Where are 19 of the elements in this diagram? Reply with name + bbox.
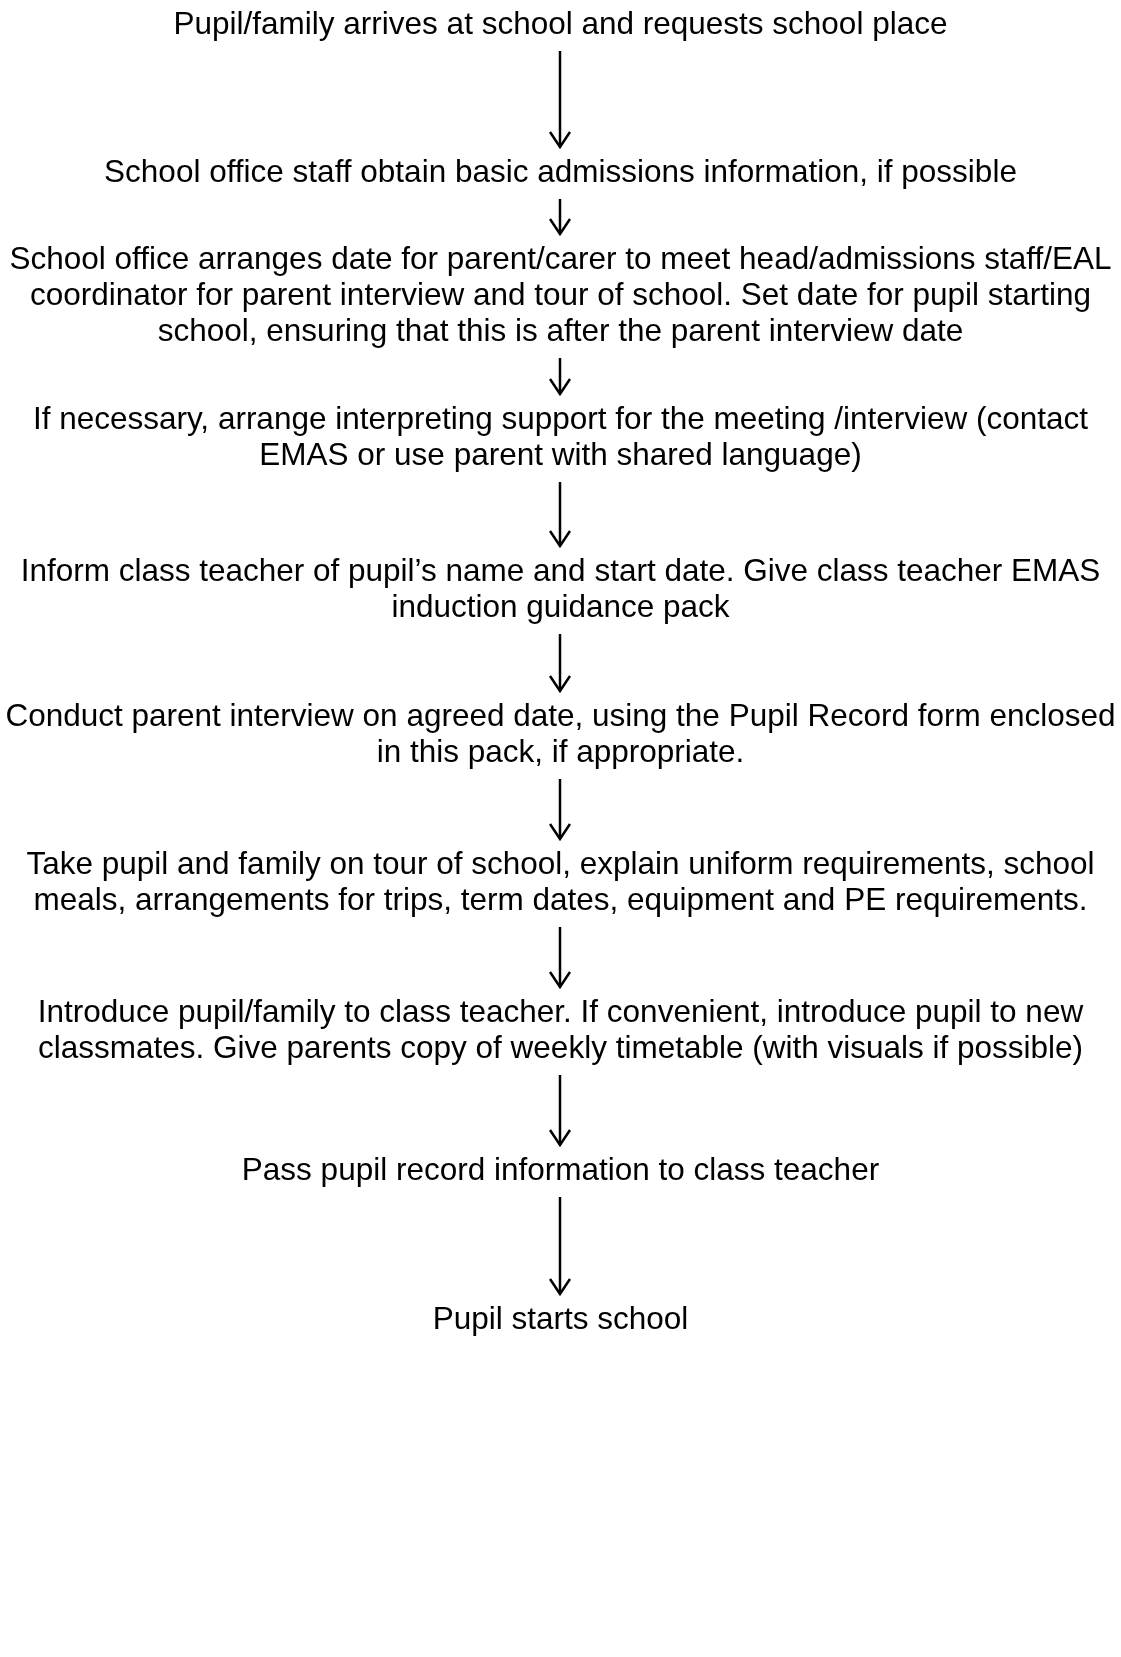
arrow	[548, 482, 572, 548]
arrow	[548, 1197, 572, 1296]
step-text: Pupil starts school	[432, 1300, 689, 1336]
arrow	[548, 1075, 572, 1147]
step-text: School office arranges date for parent/carer to meet head/admissions staff/EAL coordinator for parent interview and tour of school. Set date for pupil starting school, ensuring that this is after the parent interview date	[8, 240, 1113, 348]
arrow	[548, 51, 572, 149]
step-text: Pupil/family arrives at school and requests school place	[173, 5, 948, 41]
arrow	[548, 199, 572, 236]
step-text: Conduct parent interview on agreed date, using the Pupil Record form enclosed in this pack, if appropriate.	[4, 697, 1117, 769]
step-text: School office staff obtain basic admissions information, if possible	[104, 153, 1017, 189]
arrow	[548, 779, 572, 841]
arrow	[548, 927, 572, 989]
step-text: Introduce pupil/family to class teacher. If convenient, introduce pupil to new classmates. Give parents copy of weekly timetable (with visuals if possible)	[36, 993, 1085, 1065]
step-text: If necessary, arrange interpreting support for the meeting /interview (contact EMAS or use parent with shared language)	[31, 400, 1090, 472]
arrow	[548, 358, 572, 396]
step-text: Inform class teacher of pupil’s name and start date. Give class teacher EMAS induction guidance pack	[19, 552, 1102, 624]
step-text: Pass pupil record information to class teacher	[241, 1151, 880, 1187]
step-text: Take pupil and family on tour of school, explain uniform requirements, school meals, arrangements for trips, term dates, equipment and PE requirements.	[25, 845, 1096, 917]
arrow	[548, 634, 572, 693]
